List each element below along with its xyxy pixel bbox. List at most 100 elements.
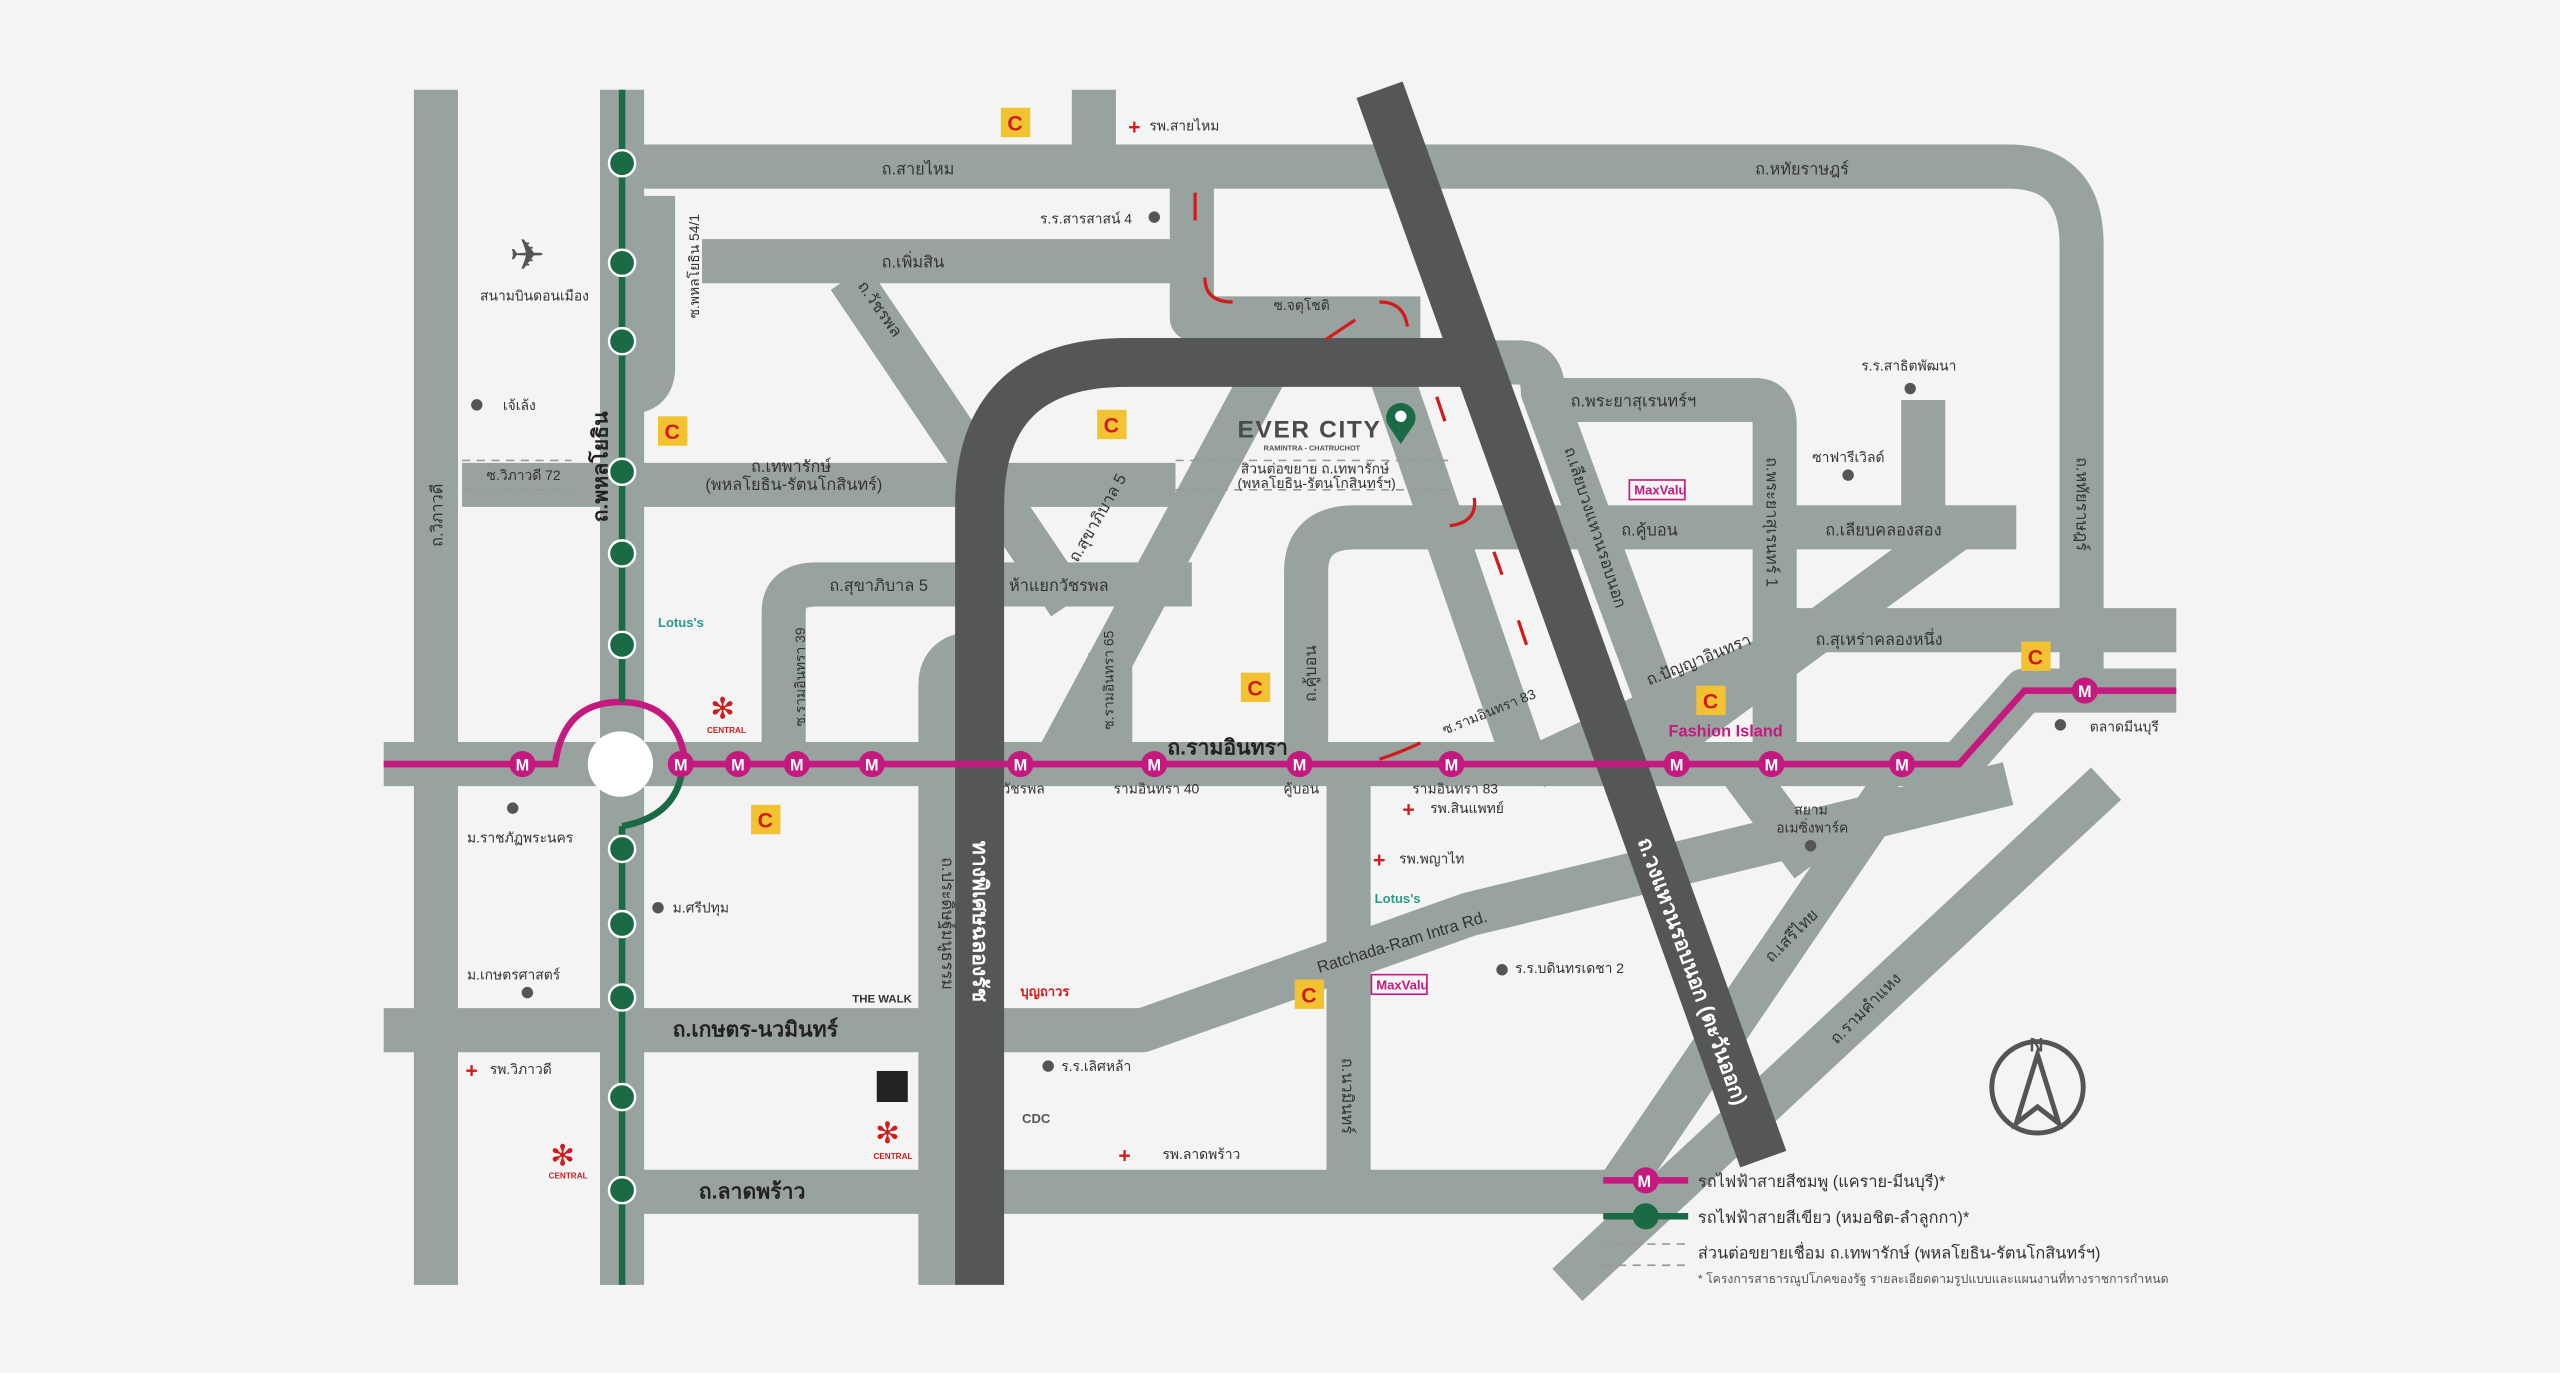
map-label[interactable]: (พหลโยธิน-รัตนโกสินทร์ฯ) — [1238, 475, 1396, 491]
map-label[interactable]: M — [1445, 757, 1459, 775]
map-shape[interactable] — [1286, 750, 1313, 778]
map-label: Lotus's — [658, 615, 704, 630]
station-pink[interactable]: M — [1286, 750, 1313, 778]
map-shape — [1628, 479, 1686, 501]
project-marker[interactable]: EVER CITY RAMINTRA - CHATRUCHOT สิวนต่อข… — [1238, 403, 1416, 491]
map-label: อเมซิ่งพาร์ค — [1776, 819, 1848, 836]
map-label: + — [1373, 849, 1385, 872]
map-shape[interactable] — [1141, 750, 1168, 778]
map-shape[interactable] — [607, 909, 637, 939]
map-shape[interactable] — [1758, 750, 1785, 778]
map-label: ถ.เทพารักษ์ — [751, 457, 831, 476]
green-line — [587, 89, 686, 1285]
station-pink[interactable]: M — [1007, 750, 1034, 778]
map-label: รถไฟฟ้าสายสีชมพู (แคราย-มีนบุรี)* — [1698, 1172, 1946, 1192]
map-shape[interactable] — [1007, 750, 1034, 778]
map-shape[interactable] — [667, 750, 694, 778]
map-label[interactable]: RAMINTRA - CHATRUCHOT — [1264, 444, 1361, 453]
map-shape[interactable] — [1438, 750, 1465, 778]
map-shape[interactable] — [607, 834, 637, 864]
map-label[interactable]: M — [1293, 757, 1307, 775]
map-label: ซ.รามอินทรา 39 — [792, 627, 808, 726]
map-label: + — [1128, 116, 1140, 139]
map-label: คู้บอน — [1283, 780, 1319, 797]
map-shape — [1842, 469, 1854, 481]
map-shape — [1148, 211, 1161, 223]
map-label[interactable]: M — [1895, 757, 1909, 775]
map-shape — [471, 399, 483, 411]
map-label: รพ.วิภาวดี — [490, 1061, 552, 1077]
station-pink[interactable]: M — [2071, 677, 2098, 704]
station-pink[interactable]: M — [667, 750, 694, 778]
map-label: ถ.เลียบคลองสอง — [1825, 521, 1941, 539]
map-shape — [1632, 1203, 1659, 1230]
map-label[interactable]: M — [1147, 757, 1161, 775]
map-label: รพ.สินแพทย์ — [1430, 800, 1504, 816]
map-label: C — [1104, 415, 1119, 438]
map-shape[interactable] — [607, 1082, 637, 1112]
map-shape[interactable] — [509, 750, 536, 778]
map-shape[interactable] — [724, 750, 752, 778]
map-label: Fashion Island — [1669, 722, 1783, 740]
station-pink[interactable]: M — [1141, 750, 1168, 778]
map-label: ถ.นวมินทร์ — [1338, 1058, 1357, 1134]
map-label[interactable]: M — [1765, 757, 1779, 775]
map-label: รพ.ลาดพร้าว — [1162, 1146, 1240, 1162]
map-shape[interactable] — [607, 457, 637, 487]
map-shape[interactable] — [607, 248, 637, 278]
green-stations[interactable] — [607, 148, 637, 1205]
map-shape — [1989, 1039, 2086, 1136]
station-pink[interactable]: M — [1888, 750, 1916, 778]
pink-stations[interactable]: M M M M M M M M M M M M M — [509, 677, 2098, 778]
map-shape[interactable] — [858, 750, 885, 778]
map-label: ซาฟารีเวิลด์ — [1812, 449, 1884, 465]
map-label[interactable]: M — [865, 757, 879, 775]
map-label: ถ.รามอินทรา — [1167, 736, 1288, 759]
map-shape[interactable] — [607, 326, 637, 356]
map-label[interactable]: M — [731, 757, 745, 775]
map-label[interactable]: M — [516, 757, 530, 775]
station-pink[interactable]: M — [1663, 750, 1690, 778]
location-pin-icon[interactable] — [1386, 403, 1416, 445]
map-shape[interactable] — [607, 539, 637, 568]
map-shape[interactable] — [1663, 750, 1690, 778]
map-label[interactable]: M — [1670, 757, 1684, 775]
bigc-logo: C — [1294, 979, 1325, 1009]
map-shape — [1000, 107, 1031, 138]
map-shape — [1284, 505, 2017, 768]
station-pink[interactable]: M — [724, 750, 752, 778]
map-shape[interactable] — [607, 1175, 637, 1205]
map-label[interactable]: M — [790, 757, 804, 775]
map-label: เจ้เล้ง — [503, 397, 536, 413]
map-label: C — [2028, 646, 2043, 669]
map-label: ✻ — [710, 692, 735, 725]
map-shape[interactable] — [607, 983, 637, 1012]
map-label[interactable]: M — [1014, 757, 1028, 775]
map-shape[interactable] — [607, 148, 637, 178]
map-label: ถ.คู้บอน — [1302, 645, 1321, 702]
station-pink[interactable]: M — [509, 750, 536, 778]
map-label: ✻ — [875, 1117, 900, 1150]
map-shape[interactable] — [1395, 410, 1407, 423]
map-shape[interactable] — [607, 630, 637, 660]
map-label[interactable]: M — [674, 757, 688, 775]
station-pink[interactable]: M — [858, 750, 885, 778]
map-label[interactable]: สิวนต่อขยาย ถ.เทพารักษ์ — [1241, 460, 1390, 476]
map-label: C — [665, 421, 680, 444]
station-pink[interactable]: M — [1438, 750, 1465, 778]
map-shape[interactable] — [2071, 677, 2098, 704]
map-label: C — [758, 810, 773, 833]
direction-arrows — [1193, 192, 1529, 761]
map-shape — [1469, 340, 1703, 775]
map-shape — [751, 804, 781, 835]
map-label: MaxValu — [1634, 483, 1686, 498]
map-label: ร.ร.สารสาสน์ 4 — [1040, 211, 1132, 227]
station-pink[interactable]: M — [783, 750, 810, 778]
map-label[interactable]: M — [2078, 683, 2092, 701]
map-label[interactable]: EVER CITY — [1238, 417, 1382, 444]
map-shape[interactable] — [1888, 750, 1916, 778]
map-label: ถ.เพิ่มสิน — [882, 251, 945, 272]
station-pink[interactable]: M — [1758, 750, 1785, 778]
map-shape[interactable] — [783, 750, 810, 778]
map-label: ถ.สุขาภิบาล 5 — [829, 577, 928, 596]
